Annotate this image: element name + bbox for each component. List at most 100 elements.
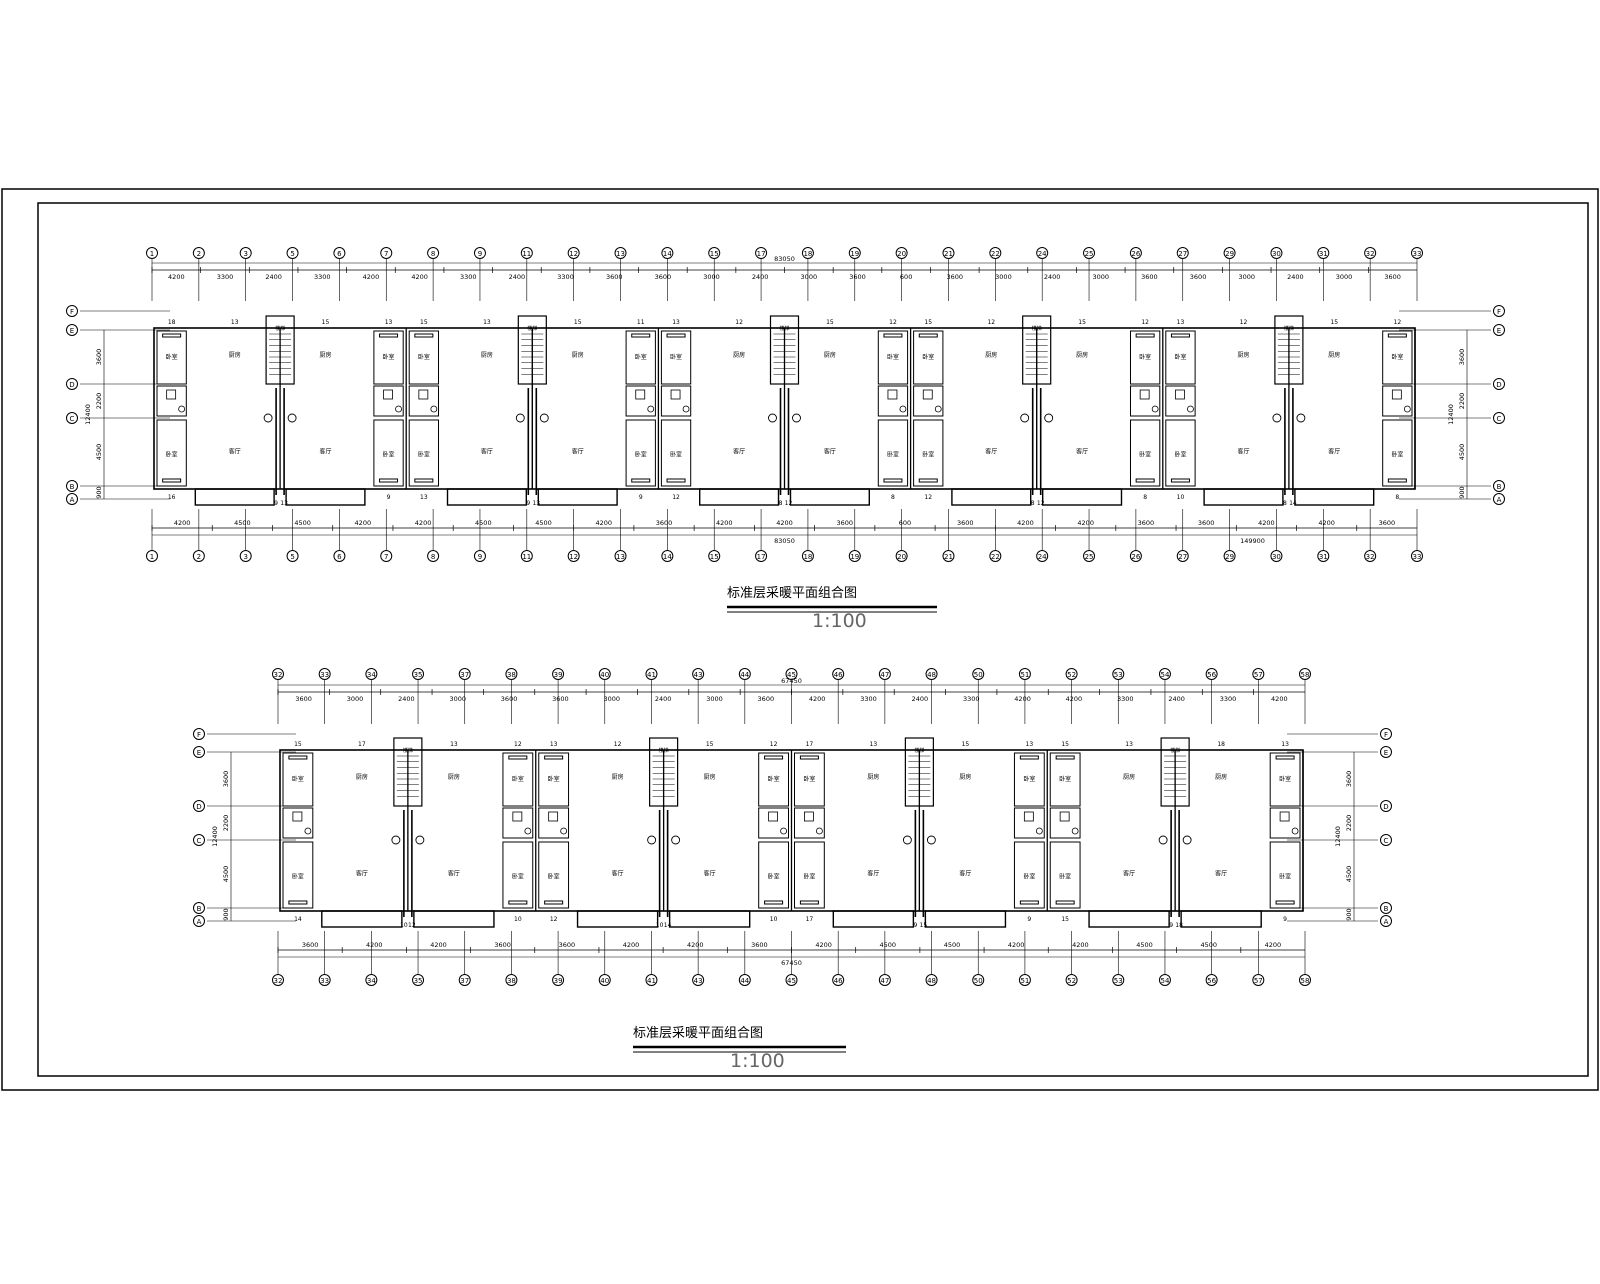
axis-label-bottom: 56 (1207, 977, 1216, 985)
axis-label-bottom: 3 (243, 553, 247, 561)
dimension-top: 3600 (655, 273, 672, 281)
axis-bubble-top (412, 668, 425, 680)
axis-label-top: 26 (1131, 250, 1140, 258)
bathroom (1013, 807, 1045, 839)
radiator-count-north: 13 (1026, 741, 1034, 748)
radiator-count-kitchen: 15 (706, 741, 714, 748)
axis-bubble-bottom (505, 974, 518, 986)
row-bubble-right (1380, 800, 1392, 812)
axis-bubble-top (1176, 247, 1189, 259)
toilet-fixture (292, 811, 303, 822)
radiator-count-balcony: 8 (779, 500, 783, 507)
toilet-fixture (670, 389, 681, 400)
axis-bubble-bottom (365, 974, 378, 986)
radiator-count-kitchen: 13 (231, 319, 239, 326)
meter-symbol (391, 835, 401, 845)
axis-label-top: 17 (757, 250, 766, 258)
dimension-bottom: 3600 (1379, 519, 1396, 527)
dimension-bottom: 4500 (944, 941, 961, 949)
dimension-top: 2400 (1168, 695, 1185, 703)
axis-label-top: 41 (647, 671, 656, 679)
room-label-bedroom: 卧室 (292, 873, 304, 881)
dimension-top: 4200 (363, 273, 380, 281)
dimension-top: 3300 (460, 273, 477, 281)
axis-label-bottom: 26 (1131, 553, 1140, 561)
radiator-count-north: 13 (1177, 319, 1185, 326)
dimension-top: 4200 (411, 273, 428, 281)
row-bubble-left (66, 305, 78, 317)
dimension-top: 3000 (995, 273, 1012, 281)
toilet-fixture (1139, 389, 1150, 400)
room-label-living: 客厅 (959, 870, 971, 878)
axis-label-bottom: 48 (927, 977, 936, 985)
radiator-count-kitchen: 12 (735, 319, 743, 326)
axis-bubble-top (365, 668, 378, 680)
axis-label-bottom: 15 (710, 553, 719, 561)
bedroom-south (877, 419, 909, 487)
radiator-south (508, 900, 528, 905)
room-label-kitchen: 厨房 (481, 351, 493, 359)
radiator-count-balcony: 9 (913, 922, 917, 929)
dimension-bottom: 4200 (415, 519, 432, 527)
radiator-count-north: 13 (672, 319, 680, 326)
dimension-top: 3600 (758, 695, 775, 703)
toilet-fixture (1175, 389, 1185, 400)
axis-label-bottom: 9 (478, 553, 482, 561)
axis-label-top: 12 (569, 250, 578, 258)
axis-label-top: 34 (367, 671, 376, 679)
axis-bubble-top (272, 668, 284, 680)
axis-label-bottom: 32 (1366, 553, 1375, 561)
radiator-south (288, 900, 308, 905)
room-label-kitchen: 厨房 (1215, 773, 1227, 781)
axis-bubble-bottom (972, 974, 985, 986)
balcony (446, 488, 527, 506)
radiator-north (508, 755, 528, 760)
axis-bubble-top (146, 247, 158, 259)
vertical-dimension: 3600 (1458, 349, 1466, 366)
room-label-bedroom: 卧室 (1023, 873, 1035, 881)
bedroom-south (1013, 841, 1045, 909)
radiator-count-kitchen: 13 (870, 741, 878, 748)
axis-bubble-bottom (755, 550, 768, 562)
row-label-right: A (1497, 496, 1502, 504)
axis-label-top: 20 (897, 250, 906, 258)
balcony (1294, 488, 1375, 506)
basin-fixture (524, 827, 532, 835)
radiator-count-kitchen: 12 (987, 319, 995, 326)
room-label-living: 客厅 (733, 448, 745, 456)
axis-bubble-bottom (1065, 974, 1078, 986)
axis-bubble-top (1083, 247, 1096, 259)
bottom-floor-plan: 3232333334343535373738383939404041414343… (193, 668, 1392, 986)
dimension-bottom: 4500 (234, 519, 251, 527)
axis-label-bottom: 21 (944, 553, 953, 561)
bedroom-south (502, 841, 534, 909)
dimension-bottom: 4200 (1265, 941, 1282, 949)
vertical-dimension: 4500 (95, 444, 103, 461)
radiator-south (631, 478, 651, 483)
room-label-bedroom: 卧室 (1174, 353, 1186, 361)
basin-fixture (178, 405, 186, 413)
vertical-dimension-total: 12400 (211, 826, 219, 847)
axis-label-top: 32 (274, 671, 283, 679)
bedroom-north (502, 752, 534, 807)
room-label-stair: 楼梯 (914, 747, 924, 754)
axis-label-top: 3 (243, 250, 247, 258)
row-bubble-left (193, 915, 205, 927)
row-bubble-left (66, 378, 78, 390)
room-label-bedroom: 卧室 (635, 353, 647, 361)
axis-label-top: 15 (710, 250, 719, 258)
row-label-right: D (1496, 381, 1501, 389)
meter-symbol (415, 835, 425, 845)
axis-label-top: 30 (1272, 250, 1281, 258)
row-bubble-right (1380, 834, 1392, 846)
axis-label-bottom: 11 (522, 553, 531, 561)
vertical-dimension: 2200 (95, 393, 103, 410)
radiator-south (666, 478, 686, 483)
room-label-kitchen: 厨房 (1328, 351, 1340, 359)
row-label-left: D (196, 803, 201, 811)
axis-label-top: 8 (431, 250, 435, 258)
toilet-fixture (548, 811, 559, 822)
axis-bubble-top (989, 247, 1002, 259)
